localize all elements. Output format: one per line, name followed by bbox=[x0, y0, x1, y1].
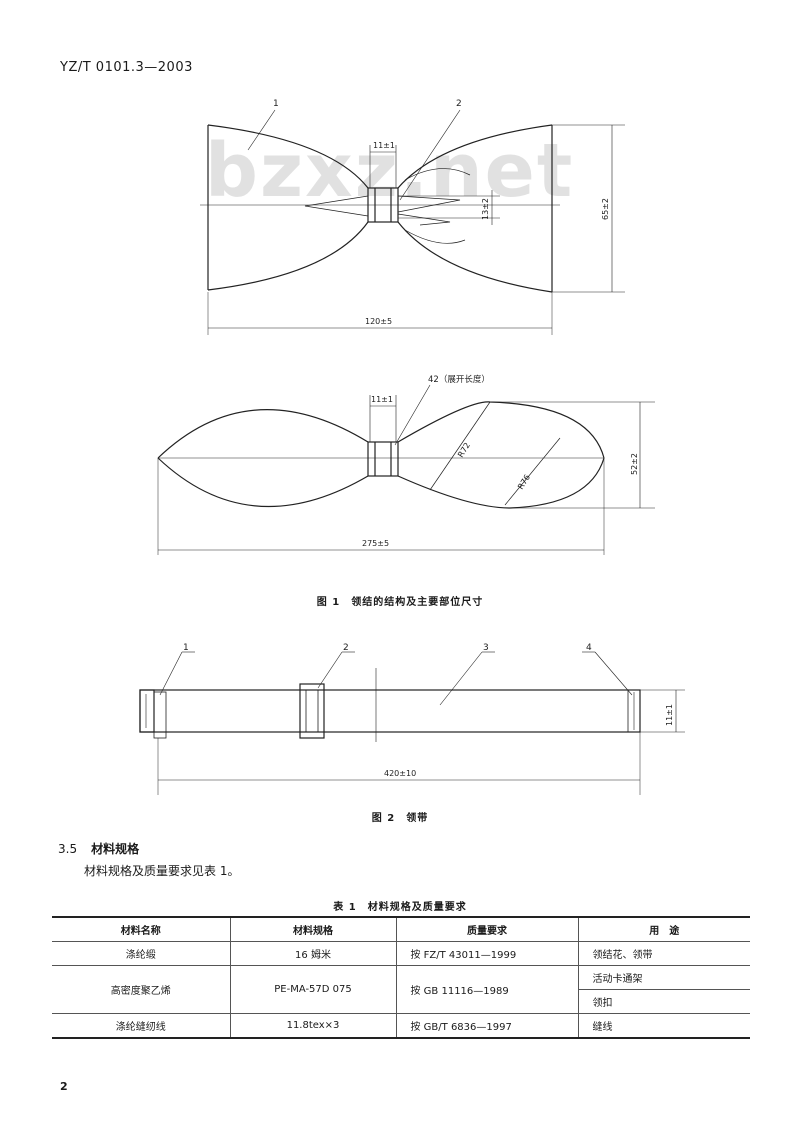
cell-usage: 领扣 bbox=[578, 989, 750, 1014]
cell-spec: 16 姆米 bbox=[229, 941, 397, 966]
cell-spec: 11.8tex×3 bbox=[229, 1013, 397, 1039]
cell-spec: PE-MA-57D 075 bbox=[229, 965, 397, 1014]
page-number: 2 bbox=[60, 1080, 68, 1093]
fig1-bottom-dim-width: 11±1 bbox=[371, 395, 393, 404]
fig1-top-dim-width: 11±1 bbox=[373, 141, 395, 150]
fig1-top-callout-2: 2 bbox=[456, 99, 462, 109]
cell-usage: 活动卡通架 bbox=[577, 965, 750, 990]
table1-title: 表 1 材料规格及质量要求 bbox=[333, 902, 467, 913]
fig1-top-dim-length: 120±5 bbox=[365, 317, 392, 326]
cell-name: 高密度聚乙烯 bbox=[52, 965, 231, 1014]
cell-quality: 按 GB/T 6836—1997 bbox=[395, 1013, 579, 1039]
table-row: 领扣 bbox=[52, 989, 750, 1014]
header-usage: 用 途 bbox=[577, 916, 750, 942]
fig1-top-dim-inner: 13±2 bbox=[481, 198, 490, 220]
section-number: 3.5 bbox=[58, 842, 78, 856]
fig1-bottom-callout-note: 42（展开长度） bbox=[428, 374, 490, 385]
fig2-callout-3: 3 bbox=[483, 643, 489, 653]
cell-quality: 按 GB 11116—1989 bbox=[395, 965, 579, 1014]
fig2-callout-1: 1 bbox=[183, 643, 189, 653]
cell-name: 涤纶缝纫线 bbox=[52, 1013, 231, 1039]
header-material-name: 材料名称 bbox=[52, 916, 231, 942]
fig1-bottom-radius-2: R76 bbox=[516, 473, 532, 491]
figure2-drawing: 1 2 3 4 11±1 420±10 bbox=[139, 643, 685, 795]
fig1-bottom-dim-height: 52±2 bbox=[630, 453, 639, 475]
figure2-caption: 图 2 领带 bbox=[371, 813, 429, 824]
fig2-callout-4: 4 bbox=[586, 643, 592, 653]
cell-usage: 领结花、领带 bbox=[577, 941, 750, 966]
figure1-bottom-drawing: 42（展开长度） 11±1 R72 R76 52±2 275±5 bbox=[157, 374, 655, 555]
fig2-dim-height: 11±1 bbox=[665, 704, 674, 726]
fig1-bottom-dim-length: 275±5 bbox=[362, 539, 389, 548]
fig1-top-callout-1: 1 bbox=[273, 99, 279, 109]
section-body-text: 材料规格及质量要求见表 1。 bbox=[84, 864, 240, 878]
table-row: 高密度聚乙烯 PE-MA-57D 075 按 GB 11116—1989 活动卡… bbox=[52, 965, 750, 1014]
table-row: 涤纶缝纫线 11.8tex×3 按 GB/T 6836—1997 缝线 bbox=[52, 1013, 750, 1039]
fig1-top-dim-height: 65±2 bbox=[601, 198, 610, 220]
watermark: bzxz.net bbox=[205, 128, 575, 214]
table-header-row: 材料名称 材料规格 质量要求 用 途 bbox=[52, 916, 750, 942]
figure1-caption: 图 1 领结的结构及主要部位尺寸 bbox=[316, 597, 484, 608]
cell-usage: 缝线 bbox=[577, 1013, 750, 1039]
figure1-top-drawing: 1 2 11±1 13±2 65±2 120±5 bbox=[200, 99, 625, 335]
cell-quality: 按 FZ/T 43011—1999 bbox=[395, 941, 579, 966]
fig2-dim-length: 420±10 bbox=[384, 769, 416, 778]
section-title: 材料规格 bbox=[91, 842, 140, 856]
cell-name: 涤纶缎 bbox=[52, 941, 231, 966]
table-row: 涤纶缎 16 姆米 按 FZ/T 43011—1999 领结花、领带 bbox=[52, 941, 750, 966]
fig2-callout-2: 2 bbox=[343, 643, 349, 653]
header-quality-requirement: 质量要求 bbox=[395, 916, 579, 942]
material-spec-table: 材料名称 材料规格 质量要求 用 途 涤纶缎 16 姆米 按 FZ/T 4301… bbox=[52, 916, 750, 1039]
fig1-bottom-radius-1: R72 bbox=[456, 441, 472, 459]
header-material-spec: 材料规格 bbox=[229, 916, 397, 942]
standard-code-header: YZ/T 0101.3—2003 bbox=[60, 60, 193, 75]
section-heading: 3.5 材料规格 bbox=[58, 840, 139, 857]
